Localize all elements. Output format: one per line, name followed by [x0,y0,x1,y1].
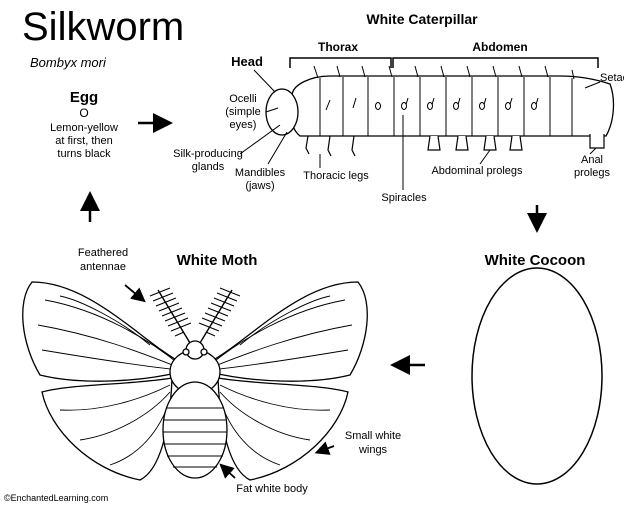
caterpillar-heading: White Caterpillar [366,12,477,27]
thorax-label: Thorax [318,41,358,54]
left-forewing [23,282,180,381]
feathered-antennae [150,288,240,343]
copyright-notice: ©EnchantedLearning.com [4,494,108,503]
egg-description-line-1: Lemon-yellow [50,123,118,135]
mandibles-label-line-1: Mandibles [235,168,285,180]
antennae-label-line-1: Feathered [78,248,128,260]
ocelli-label-line-2: (simple [225,107,260,119]
ocelli-label-line-1: Ocelli [229,94,257,106]
egg-symbol: O [79,107,88,120]
setae-label: Setae [600,73,624,85]
ocelli-label-line-3: eyes) [230,120,257,132]
cocoon-heading: White Cocoon [485,253,586,269]
diagram-title: Silkworm [22,6,184,48]
thoracic-legs [306,136,355,156]
abdomen-bracket [393,58,598,68]
anal-prolegs-label-line-2: prolegs [574,168,610,180]
cocoon-drawing [472,268,602,484]
thorax-bracket [290,58,391,68]
abdominal-prolegs-label: Abdominal prolegs [431,166,522,178]
scientific-name: Bombyx mori [30,56,106,70]
wings-label-line-1: Small white [345,431,401,443]
head-label: Head [231,55,263,69]
moth-abdomen [163,382,227,478]
egg-description-line-3: turns black [57,149,110,161]
egg-description-line-2: at first, then [55,136,112,148]
moth-heading: White Moth [177,253,258,269]
body-region-brackets [290,58,598,68]
mandibles-label-line-2: (jaws) [245,181,274,193]
spiracles-label: Spiracles [381,193,426,205]
antennae-label-line-2: antennae [80,262,126,274]
caterpillar-drawing [266,66,613,156]
anal-prolegs-label-line-1: Anal [581,155,603,167]
silk-glands-label-line-1: Silk-producing [173,149,243,161]
silk-glands-label-line-2: glands [192,162,224,174]
thoracic-legs-label: Thoracic legs [303,171,368,183]
body-label: Fat white body [236,484,308,496]
moth-drawing [23,282,368,480]
wings-label-line-2: wings [359,445,387,457]
abdomen-label: Abdomen [472,41,527,54]
right-forewing [210,282,367,381]
egg-heading: Egg [70,90,98,106]
